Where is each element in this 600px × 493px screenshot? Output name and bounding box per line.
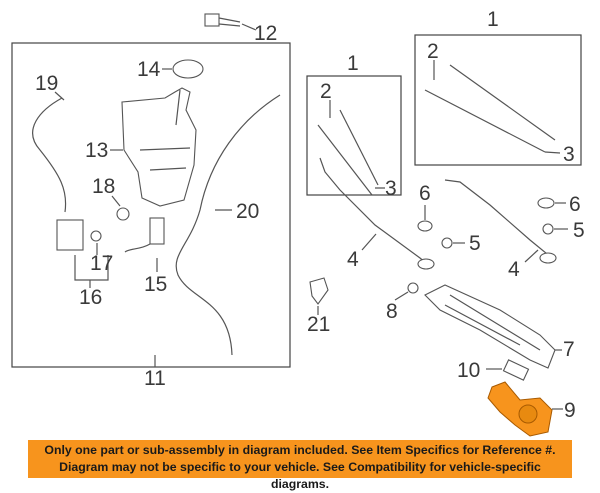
level-sensor-part (124, 217, 165, 272)
callout-20: 20 (236, 200, 259, 223)
washer-hose-part (32, 97, 67, 213)
callout-5-right: 5 (573, 219, 585, 242)
callout-7: 7 (563, 338, 575, 361)
nozzle-part (309, 277, 329, 305)
grommet-part (111, 195, 130, 221)
callout-3-left: 3 (385, 177, 397, 200)
callout-1-left: 1 (347, 52, 359, 75)
bolt-part (204, 13, 257, 31)
callout-8: 8 (386, 300, 398, 323)
callout-4-right: 4 (508, 258, 520, 281)
callout-2-right: 2 (427, 40, 439, 63)
wiper-arm-right-part (444, 179, 557, 264)
callout-3-right: 3 (563, 143, 575, 166)
callout-1-right: 1 (487, 8, 499, 31)
callout-13: 13 (85, 139, 108, 162)
wiper-linkage-part (424, 284, 562, 369)
callout-11: 11 (144, 367, 166, 390)
wiper-blade-box-left (306, 75, 402, 196)
reservoir-cap-part (162, 59, 204, 79)
nut-left-part (441, 237, 453, 249)
wiper-motor-part (487, 381, 563, 437)
disclaimer-banner: Only one part or sub-assembly in diagram… (28, 440, 572, 491)
disclaimer-line-2: Diagram may not be specific to your vehi… (59, 460, 541, 491)
callout-17: 17 (90, 252, 113, 275)
wiper-blade-left-part (317, 100, 385, 196)
wiper-blade-right-part (424, 60, 561, 154)
callout-18: 18 (92, 175, 115, 198)
arm-cap-right-part (537, 197, 555, 209)
callout-6-left: 6 (419, 182, 431, 205)
callout-14: 14 (137, 58, 161, 81)
washer-reservoir-part (110, 87, 197, 207)
callout-19: 19 (35, 72, 58, 95)
callout-15: 15 (144, 273, 167, 296)
washer-assembly-box (11, 42, 291, 368)
callout-4-left: 4 (347, 248, 359, 271)
callout-10: 10 (457, 359, 480, 382)
wiper-arm-left-part (319, 157, 435, 270)
callout-12: 12 (254, 22, 277, 45)
pivot-cap-part (407, 282, 419, 294)
arm-cap-left-part (417, 220, 433, 232)
washer-hose-long-part (175, 94, 281, 356)
callout-21: 21 (307, 313, 330, 336)
callout-6-right: 6 (569, 193, 581, 216)
callout-2-left: 2 (320, 80, 332, 103)
callout-9: 9 (564, 399, 576, 422)
nut-right-part (542, 223, 554, 235)
callout-16: 16 (79, 286, 102, 309)
bracket-part (502, 359, 530, 381)
disclaimer-line-1: Only one part or sub-assembly in diagram… (44, 443, 556, 457)
washer-pump-part (56, 219, 109, 288)
wiper-blade-box-right (414, 34, 582, 166)
callout-5-left: 5 (469, 232, 481, 255)
parts-diagram: 12 14 19 13 18 20 17 16 15 11 1 2 3 1 2 … (11, 8, 585, 437)
